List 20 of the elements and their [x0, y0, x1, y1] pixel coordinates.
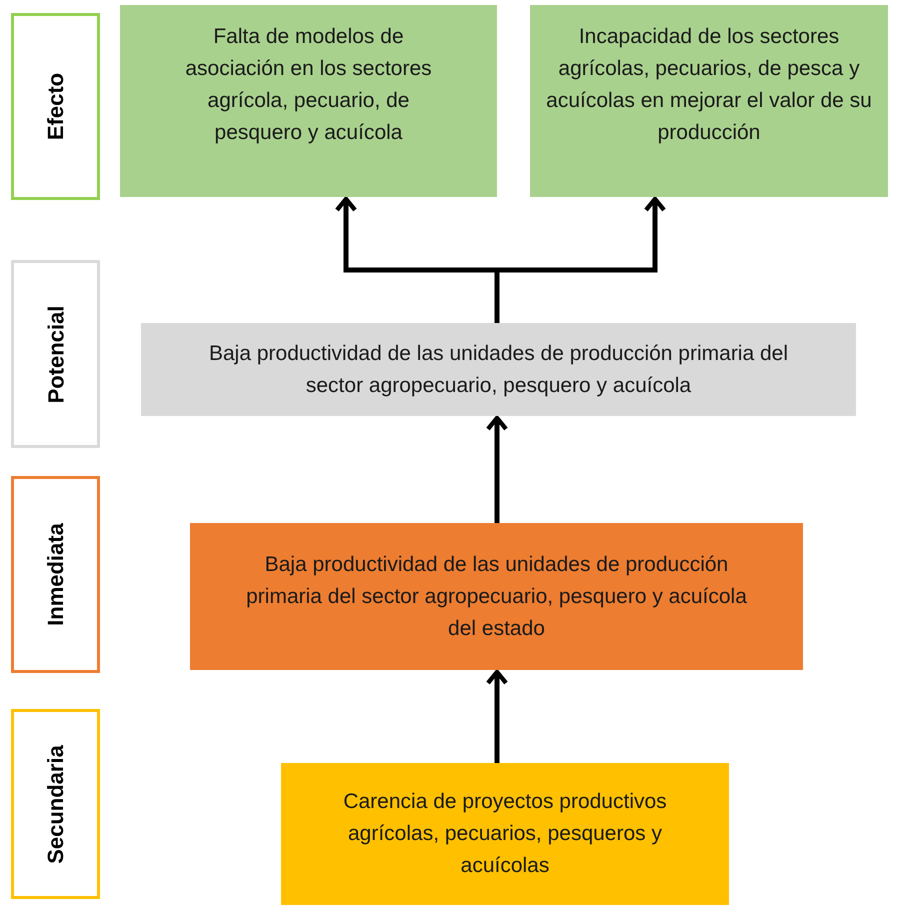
- level-label-box: [11, 13, 100, 200]
- box-text: Falta de modelos de asociación en los sectores agrícola, pecuario, de pesquero y acuícola: [184, 24, 433, 146]
- box-text: Incapacidad de los sectores agrícolas, pecuarios, de pesca y acuícolas en mejorar el valor de su producción: [545, 24, 873, 146]
- level-label: Potencial: [42, 305, 69, 403]
- level-label: Secundaria: [42, 744, 69, 864]
- cause-box: [141, 323, 856, 416]
- level-label: Efecto: [42, 72, 69, 140]
- arrow: [486, 670, 508, 763]
- level-label-box: [11, 476, 100, 673]
- effect-box: [120, 5, 497, 197]
- level-label-box: [11, 260, 100, 448]
- level-label-box: [11, 709, 100, 899]
- cause-box: [281, 763, 729, 905]
- effect-box: [530, 5, 888, 197]
- cause-box: [190, 523, 803, 670]
- box-text: Carencia de proyectos productivos agrícolas, pecuarios, pesqueros y acuícolas: [342, 789, 668, 879]
- level-label: Inmediata: [42, 523, 69, 626]
- box-text: Baja productividad de las unidades de producción primaria del sector agropecuario, pesquero y acuícola: [208, 340, 790, 398]
- box-text: Baja productividad de las unidades de producción primaria del sector agropecuario, pesquero y acuícola del estado: [245, 552, 748, 642]
- arrow: [486, 416, 508, 523]
